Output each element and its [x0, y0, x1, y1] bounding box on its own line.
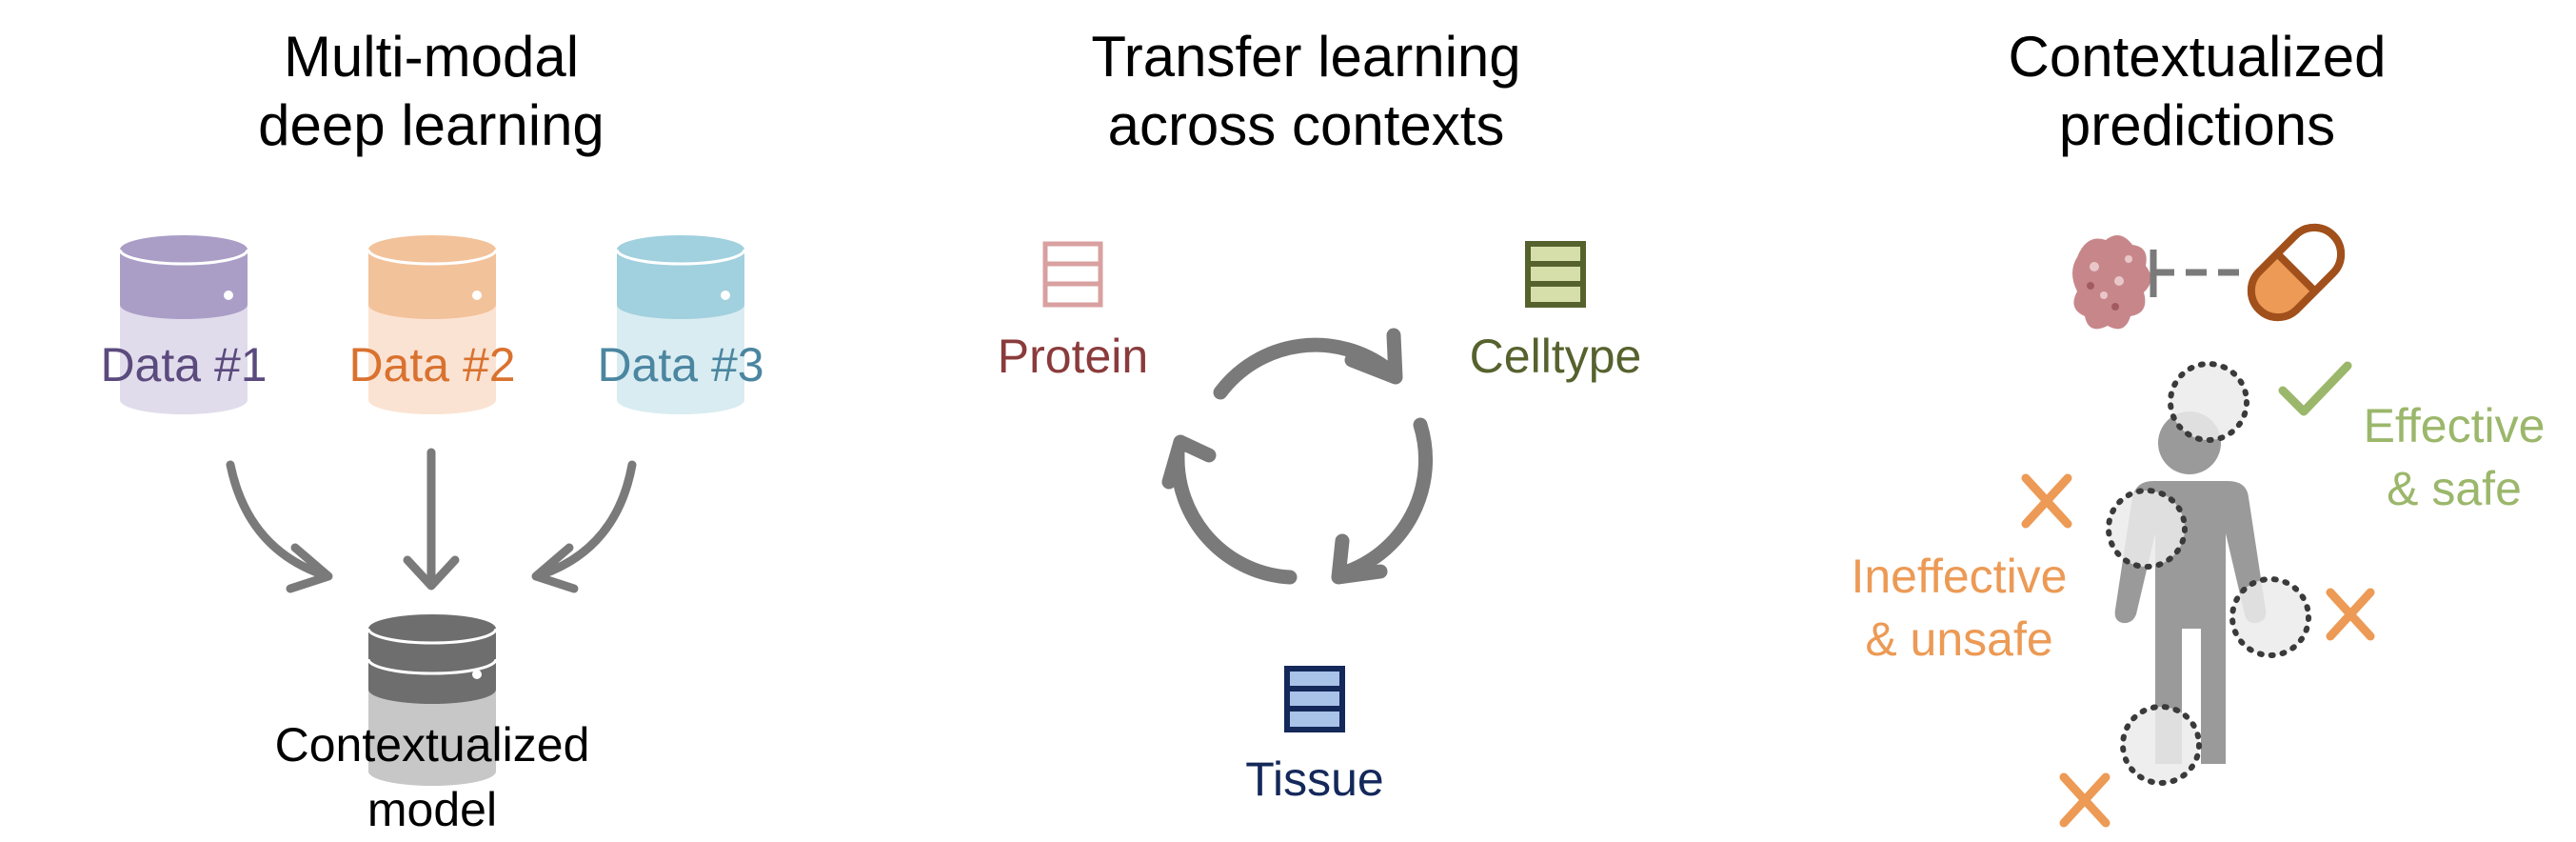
title-line: Multi-modal	[283, 25, 580, 89]
title-line: deep learning	[258, 93, 604, 157]
table-icon-celltype	[1525, 241, 1586, 308]
node-label-celltype: Celltype	[1469, 330, 1642, 383]
database-icon-3	[615, 235, 746, 414]
title-line: Contextualized	[2008, 25, 2387, 89]
check-icon	[2278, 361, 2352, 416]
node-label-protein: Protein	[997, 330, 1149, 383]
highlight-arm	[2229, 576, 2311, 658]
label-line: Effective	[2363, 399, 2546, 452]
model-label: Contextualized model	[242, 712, 623, 842]
interaction-line	[2150, 250, 2239, 297]
title-line: across contexts	[1107, 93, 1505, 157]
panel-title-predictions: Contextualized predictions	[1959, 23, 2435, 160]
table-icon-tissue	[1284, 666, 1345, 732]
cross-icon	[2021, 473, 2072, 529]
label-ineffective-unsafe: Ineffective & unsafe	[1826, 545, 2092, 671]
model-label-line: model	[367, 783, 498, 836]
title-line: predictions	[2058, 93, 2336, 157]
title-line: Transfer learning	[1091, 25, 1521, 89]
highlight-shoulder	[2106, 488, 2188, 570]
pill-icon	[2247, 223, 2346, 322]
panel-title-transfer: Transfer learning across contexts	[1020, 23, 1592, 160]
data-label-3: Data #3	[597, 338, 764, 391]
database-icon-2	[367, 235, 498, 414]
cycle-arrows-icon	[1161, 328, 1434, 585]
label-line: & unsafe	[1865, 612, 2053, 666]
label-effective-safe: Effective & safe	[2332, 394, 2576, 520]
highlight-leg	[2120, 704, 2202, 786]
label-line: Ineffective	[1851, 550, 2068, 603]
cross-icon	[2326, 588, 2375, 641]
data-label-2: Data #2	[348, 338, 516, 391]
table-icon-protein	[1042, 241, 1103, 308]
protein-icon	[2072, 235, 2151, 330]
label-line: & safe	[2387, 462, 2522, 515]
database-icon-model	[367, 614, 498, 786]
node-label-tissue: Tissue	[1245, 752, 1384, 806]
context-highlights	[2106, 361, 2311, 786]
model-label-line: Contextualized	[274, 718, 590, 772]
panel-title-multimodal: Multi-modal deep learning	[193, 23, 669, 160]
cross-icon	[2059, 772, 2110, 828]
data-label-1: Data #1	[100, 338, 268, 391]
database-icon-1	[118, 235, 249, 414]
highlight-head	[2168, 361, 2249, 443]
merge-arrows	[226, 448, 637, 593]
